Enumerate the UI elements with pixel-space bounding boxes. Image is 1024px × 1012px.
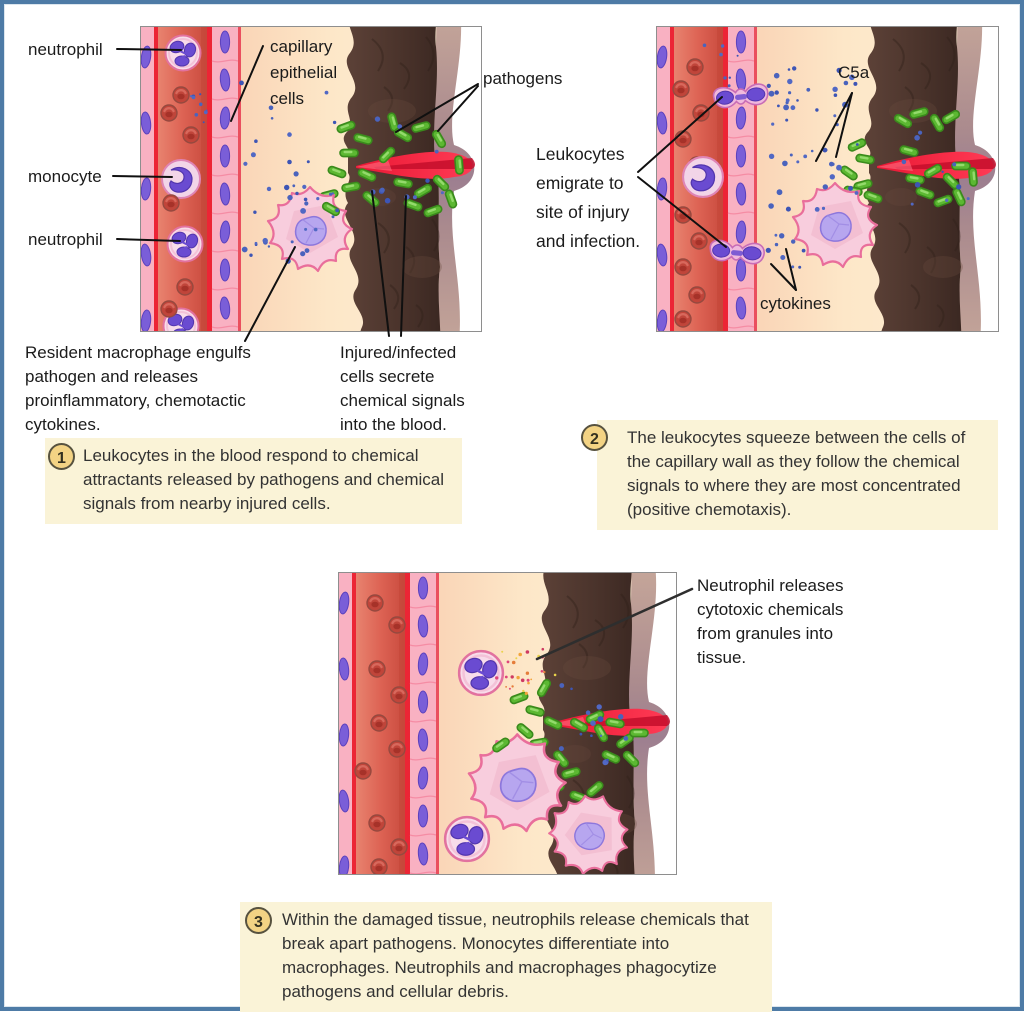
signal-dot xyxy=(370,189,376,195)
label-leukocytes-emigrate: Leukocytes emigrate to site of injury an… xyxy=(536,144,641,251)
neutrophil-cell xyxy=(443,815,491,863)
label-cytokines: cytokines xyxy=(760,294,831,313)
label-neutrophil-releases: Neutrophil releases cytotoxic chemicals … xyxy=(697,576,844,667)
panel-3-art xyxy=(339,573,676,874)
label-c5a: C5a xyxy=(838,63,870,82)
label-neutrophil-top: neutrophil xyxy=(28,40,103,59)
chemical-signal-dots xyxy=(901,130,970,206)
label-monocyte: monocyte xyxy=(28,167,102,186)
label-capillary-epithelial-cells: capillary epithelial cells xyxy=(270,37,338,108)
step-text: The leukocytes squeeze between the cells… xyxy=(627,428,966,519)
panel-3-illustration xyxy=(338,572,677,875)
step-number-badge: 2 xyxy=(581,424,608,451)
chemical-signal-dots xyxy=(190,93,208,124)
leukocyte-in-blood xyxy=(681,156,725,198)
chemical-signal-dots xyxy=(558,683,609,766)
neutrophil-cell xyxy=(166,225,204,263)
step-note-2: 2 The leukocytes squeeze between the cel… xyxy=(581,420,998,530)
panel-2-illustration xyxy=(656,26,999,332)
signal-dot xyxy=(404,194,410,200)
step-note-3: 3 Within the damaged tissue, neutrophils… xyxy=(240,902,772,1012)
panel-2-art xyxy=(657,27,998,331)
chemical-signal-dots xyxy=(766,72,793,108)
step-number-badge: 3 xyxy=(245,907,272,934)
neutrophil-releasing-granules xyxy=(457,649,505,697)
panel-1-illustration xyxy=(140,26,482,332)
monocyte-cell xyxy=(161,159,201,199)
damaged-tissue xyxy=(342,27,481,331)
damaged-tissue xyxy=(863,27,998,331)
label-neutrophil-bottom: neutrophil xyxy=(28,230,103,249)
cytokine-dots xyxy=(765,233,806,269)
step-number-badge: 1 xyxy=(48,443,75,470)
step-note-1: 1 Leukocytes in the blood respond to che… xyxy=(45,438,462,524)
label-resident-macrophage: Resident macrophage engulfs pathogen and… xyxy=(25,343,251,434)
step-text: Leukocytes in the blood respond to chemi… xyxy=(83,446,445,513)
step-text: Within the damaged tissue, neutrophils r… xyxy=(282,910,749,1001)
neutrophil-cell xyxy=(164,34,202,72)
chemical-signal-dots xyxy=(590,714,629,762)
panel-1-art xyxy=(141,27,481,331)
label-injured-cells: Injured/infected cells secrete chemical … xyxy=(340,343,465,434)
chemical-signal-dots xyxy=(239,80,339,257)
chemical-signal-dots xyxy=(702,43,739,88)
label-pathogens: pathogens xyxy=(483,69,563,88)
capillary-vessel xyxy=(339,573,439,874)
